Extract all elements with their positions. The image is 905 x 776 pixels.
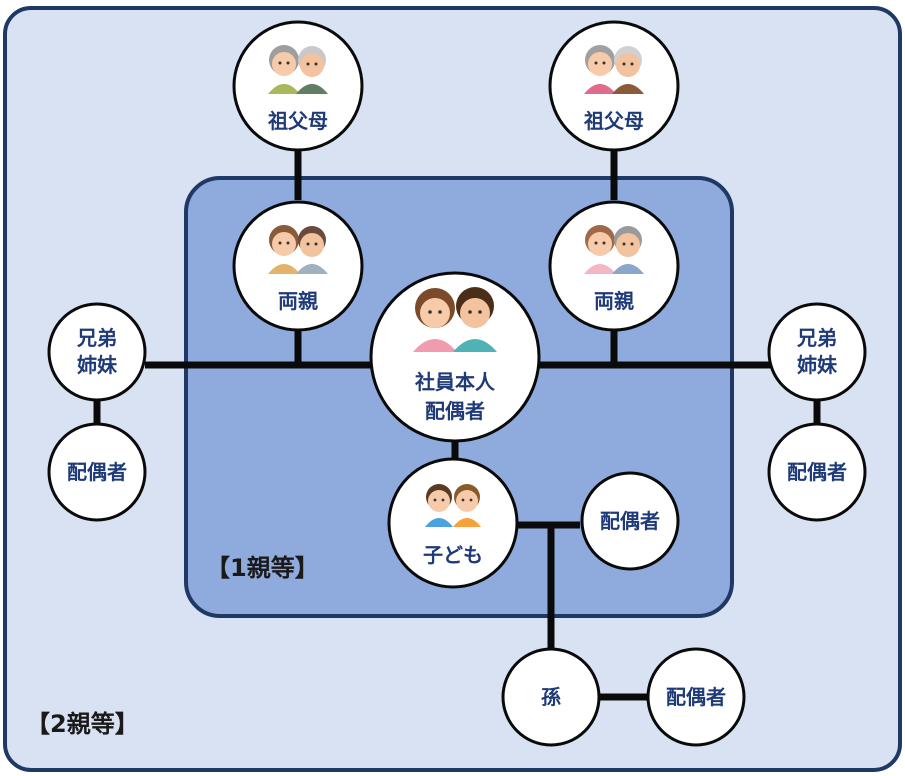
elderly-couple-icon	[584, 45, 644, 94]
children-icon	[425, 484, 481, 527]
node-grandparents-right: 祖父母	[548, 20, 680, 152]
node-grandchild: 孫	[501, 647, 601, 747]
spouse-sibling-left-label: 配偶者	[67, 460, 127, 484]
sibling-right-label-line2: 姉妹	[797, 353, 838, 377]
node-parents-left: 両親	[232, 200, 364, 332]
node-grandparents-left: 祖父母	[232, 20, 364, 152]
node-parents-right: 両親	[548, 200, 680, 332]
sibling-left-label-line1: 兄弟	[76, 326, 117, 350]
node-child: 子ども	[387, 457, 519, 589]
middle-aged-couple-icon	[268, 225, 328, 274]
child-label: 子ども	[423, 543, 483, 567]
elderly-couple-icon	[268, 45, 328, 94]
first-degree-label: 【1親等】	[206, 554, 319, 582]
node-spouse-sibling-right: 配偶者	[767, 422, 867, 522]
sibling-left-label-line2: 姉妹	[77, 353, 118, 377]
parents-left-label: 両親	[278, 289, 318, 313]
node-self-spouse: 社員本人 配偶者	[369, 271, 541, 443]
spouse-child-label: 配偶者	[600, 509, 660, 533]
sibling-right-label-line1: 兄弟	[796, 326, 837, 350]
node-sibling-right: 兄弟 姉妹	[767, 302, 867, 402]
grandparents-left-label: 祖父母	[267, 109, 328, 133]
node-spouse-grandchild: 配偶者	[646, 647, 746, 747]
node-sibling-left: 兄弟 姉妹	[47, 302, 147, 402]
young-couple-icon	[413, 287, 497, 352]
grandchild-label: 孫	[541, 685, 561, 709]
self-label-line2: 配偶者	[425, 399, 485, 423]
grandparents-right-label: 祖父母	[583, 109, 644, 133]
second-degree-label: 【2親等】	[26, 710, 139, 738]
parents-right-label: 両親	[594, 289, 634, 313]
node-spouse-sibling-left: 配偶者	[47, 422, 147, 522]
spouse-grandchild-label: 配偶者	[666, 685, 726, 709]
spouse-sibling-right-label: 配偶者	[787, 460, 847, 484]
self-label-line1: 社員本人	[414, 370, 496, 394]
node-spouse-child: 配偶者	[580, 471, 680, 571]
middle-aged-couple-icon	[584, 225, 644, 274]
